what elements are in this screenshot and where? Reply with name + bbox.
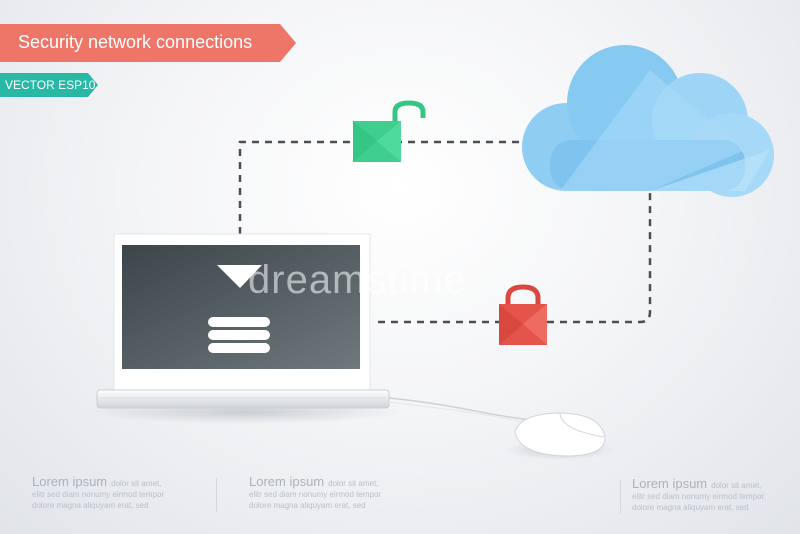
title-ribbon-band xyxy=(0,24,280,62)
footer-title: Lorem ipsum xyxy=(249,474,325,489)
footer-line: dolore magna aliquyam erat, sed xyxy=(632,503,749,512)
laptop-base xyxy=(96,389,390,409)
footer-divider xyxy=(620,480,621,514)
footer-title: Lorem ipsum xyxy=(632,476,708,491)
connection-line-top xyxy=(238,140,520,234)
footer-line: dolore magna aliquyam erat, sed xyxy=(32,501,149,510)
connection-line-bottom xyxy=(378,192,652,324)
mouse-icon xyxy=(505,412,615,460)
footer-line: dolore magna aliquyam erat, sed xyxy=(249,501,366,510)
subtitle-ribbon-tip xyxy=(88,73,98,97)
subtitle-ribbon: VECTOR ESP10 xyxy=(0,73,98,97)
title-ribbon: Security network connections xyxy=(0,24,296,62)
cloud-icon xyxy=(522,45,774,197)
footer-line: elitr sed diam nonumy eirmod tempor xyxy=(249,490,382,499)
download-arrow-icon xyxy=(217,265,262,288)
mouse-cable xyxy=(388,397,531,421)
footer-title-suffix: dolor sit amet, xyxy=(111,479,162,488)
locked-padlock-icon xyxy=(499,284,547,345)
watermark: dreamstime xyxy=(248,258,467,302)
page-title: Security network connections xyxy=(18,32,253,52)
footer-line: elitr sed diam nonumy eirmod tempor xyxy=(632,492,765,501)
footer-title: Lorem ipsum xyxy=(32,474,108,489)
title-ribbon-tip xyxy=(280,24,296,62)
connection-lines xyxy=(238,140,652,324)
footer-divider xyxy=(216,478,217,512)
footer-line: elitr sed diam nonumy eirmod tempor xyxy=(32,490,165,499)
footer-title-suffix: dolor sit amet, xyxy=(328,479,379,488)
page-subtitle: VECTOR ESP10 xyxy=(5,78,96,92)
footer-title-suffix: dolor sit amet, xyxy=(711,481,762,490)
unlocked-padlock-icon xyxy=(353,100,426,162)
subtitle-ribbon-band xyxy=(0,73,88,97)
database-icon xyxy=(208,317,270,353)
laptop-icon xyxy=(96,233,390,409)
